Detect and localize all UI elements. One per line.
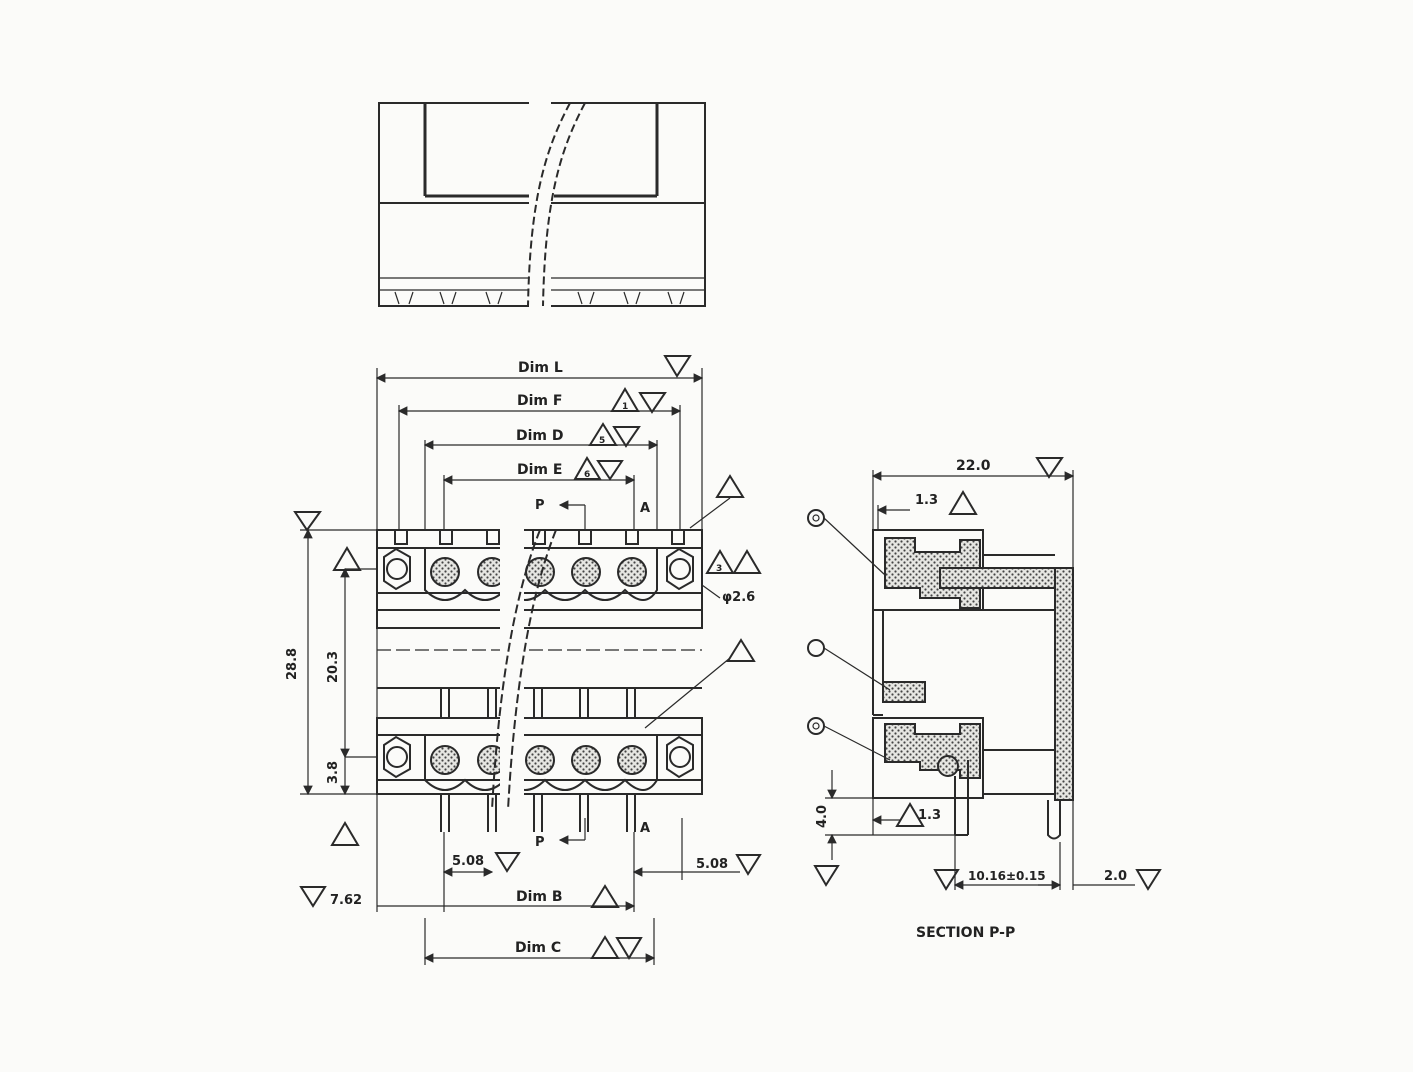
datum-triangle-icon [1035, 457, 1064, 479]
dim-f-label: Dim F [517, 393, 562, 409]
note-triangle-icon [895, 802, 925, 827]
hex-hole-left-bottom [383, 735, 411, 779]
hole-dia-label: φ2.6 [722, 590, 755, 605]
note-triangle-icon [726, 638, 756, 662]
hex-hole-left-top [383, 547, 411, 591]
front-view [376, 525, 703, 832]
note-triangle-icon [732, 549, 762, 574]
dim-1-3-top-label: 1.3 [915, 493, 938, 508]
datum-triangle-icon [1135, 869, 1162, 891]
datum-triangle-icon [638, 392, 667, 414]
section-mark-top: P [535, 498, 545, 513]
hex-hole-right-top [666, 547, 694, 591]
dim-c-label: Dim C [515, 940, 561, 956]
note-triangle-icon [948, 490, 978, 515]
pitch-right-label: 5.08 [696, 857, 728, 872]
triangle-numbers: 1 5 6 3 [584, 402, 722, 574]
section-labels: 22.0 1.3 4.0 1.3 10.16±0.15 2.0 SECTION … [815, 458, 1127, 941]
datum-triangle-icon [494, 852, 521, 873]
section-view [807, 470, 1135, 890]
datum-symbols [293, 355, 1162, 960]
offset-7-62-label: 7.62 [330, 893, 362, 908]
width-22-label: 22.0 [956, 458, 991, 474]
note-number-3: 3 [716, 564, 722, 574]
note-triangles [330, 387, 978, 959]
pitch-left-label: 5.08 [452, 854, 484, 869]
datum-triangle-icon [596, 460, 624, 481]
datum-triangle-icon [293, 511, 322, 532]
note-triangle-icon [610, 387, 640, 412]
dim-1-3-bottom-label: 1.3 [918, 808, 941, 823]
dim-10-16-label: 10.16±0.15 [968, 869, 1046, 883]
dim-b-label: Dim B [516, 889, 563, 905]
note-triangle-icon [332, 546, 362, 571]
contact-holes-bottom [430, 745, 647, 775]
note-triangle-icon [590, 884, 620, 908]
note-triangle-icon [715, 474, 745, 498]
dim-e-label: Dim E [517, 462, 562, 478]
height-3-8-label: 3.8 [326, 761, 341, 784]
note-triangle-icon [573, 456, 602, 480]
height-20-3-label: 20.3 [326, 651, 341, 683]
note-triangle-icon [590, 935, 620, 959]
height-28-8-label: 28.8 [285, 648, 300, 680]
a-mark-bottom: A [640, 821, 650, 836]
datum-triangle-icon [615, 937, 643, 960]
dim-2-0-label: 2.0 [1104, 869, 1127, 884]
datum-triangle-icon [299, 886, 327, 908]
note-number-1: 1 [622, 402, 628, 412]
section-caption: SECTION P-P [916, 925, 1015, 941]
datum-triangle-icon [933, 869, 960, 891]
note-triangle-icon [705, 549, 735, 574]
front-labels: Dim L Dim F Dim D Dim E P A φ2.6 28.8 20… [285, 360, 755, 956]
datum-triangle-icon [663, 355, 692, 378]
datum-triangle-icon [735, 854, 762, 876]
note-triangle-icon [588, 422, 618, 446]
datum-triangle-icon [813, 865, 840, 887]
datum-triangle-icon [612, 426, 641, 448]
top-view [378, 100, 706, 310]
dim-d-label: Dim D [516, 428, 564, 444]
note-number-5: 5 [599, 436, 605, 446]
note-triangle-icon [330, 821, 360, 846]
hex-hole-right-bottom [666, 735, 694, 779]
note-number-6: 6 [584, 470, 590, 480]
a-mark-top: A [640, 501, 650, 516]
dim-l-label: Dim L [518, 360, 563, 376]
dim-4-0-label: 4.0 [815, 805, 830, 828]
contact-holes-top [430, 557, 647, 587]
section-mark-bottom: P [535, 835, 545, 850]
